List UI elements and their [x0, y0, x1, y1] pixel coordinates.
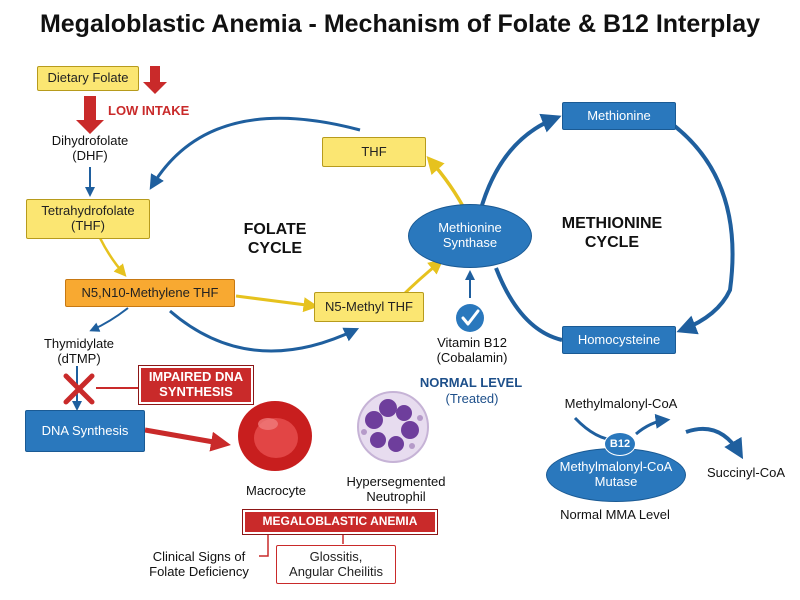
methylmalonyl-coa-label: Methylmalonyl-CoA: [564, 396, 678, 411]
normal-mma-label: Normal MMA Level: [560, 507, 670, 522]
macrocyte-cell-icon: [238, 401, 312, 471]
mma-mutase-ellipse: Methylmalonyl-CoA Mutase: [546, 448, 686, 502]
dna-to-macrocyte-arrow: [144, 427, 231, 452]
mma-right-arc: [685, 426, 744, 460]
dhf-label: Dihydrofolate (DHF): [51, 133, 129, 163]
treated-label: (Treated): [445, 391, 499, 406]
clinical-signs-box: Glossitis, Angular Cheilitis: [276, 545, 396, 584]
homocysteine-to-synthase-arc: [494, 267, 563, 342]
synthase-to-methionine-arc: [478, 113, 562, 213]
normal-level-label: NORMAL LEVEL: [419, 375, 523, 390]
methionine-cycle-label: METHIONINE CYCLE: [561, 215, 663, 252]
methyl-thf-box: N5-Methyl THF: [314, 292, 424, 322]
folate-top-arc: [149, 116, 361, 190]
megaloblastic-anemia-box: MEGALOBLASTIC ANEMIA: [242, 509, 438, 535]
page-title: Megaloblastic Anemia - Mechanism of Fola…: [39, 10, 761, 38]
impaired-dna-box: IMPAIRED DNA SYNTHESIS: [138, 365, 254, 405]
macrocyte-label: Macrocyte: [246, 483, 306, 498]
methylene-to-methyl-arrow: [235, 294, 319, 313]
homocysteine-box: Homocysteine: [562, 326, 676, 354]
dietary-folate-box: Dietary Folate: [37, 66, 139, 91]
b12-cofactor-badge: B12: [604, 432, 636, 456]
methionine-to-homocysteine-arc: [670, 122, 735, 335]
dna-synthesis-box: DNA Synthesis: [25, 410, 145, 452]
hypersegmented-neutrophil-icon: [357, 391, 429, 463]
methylene-to-thymidylate-arrow: [89, 307, 129, 332]
dietary-down-arrow: [143, 66, 167, 94]
folate-bottom-arc: [169, 309, 360, 353]
mma-up-arc: [635, 413, 671, 436]
thf-to-methylene-arrow: [98, 237, 127, 277]
thymidylate-label: Thymidylate (dTMP): [43, 336, 115, 366]
methylene-thf-box: N5,N10-Methylene THF: [65, 279, 235, 307]
vitamin-b12-label: Vitamin B12 (Cobalamin): [436, 335, 508, 365]
low-intake-arrow: [76, 96, 104, 134]
methionine-box: Methionine: [562, 102, 676, 130]
check-icon: [456, 304, 484, 332]
neutrophil-label: Hypersegmented Neutrophil: [346, 474, 446, 504]
low-intake-label: LOW INTAKE: [108, 103, 190, 118]
succinyl-coa-label: Succinyl-CoA: [706, 465, 786, 480]
methionine-synthase-ellipse: Methionine Synthase: [408, 204, 532, 268]
blocked-x-icon: [63, 373, 95, 405]
folate-cycle-label: FOLATE CYCLE: [243, 221, 307, 258]
signs-connector: [259, 533, 344, 557]
tetrahydrofolate-box: Tetrahydrofolate (THF): [26, 199, 150, 239]
thf-top-box: THF: [322, 137, 426, 167]
clinical-signs-label: Clinical Signs of Folate Deficiency: [149, 549, 249, 579]
